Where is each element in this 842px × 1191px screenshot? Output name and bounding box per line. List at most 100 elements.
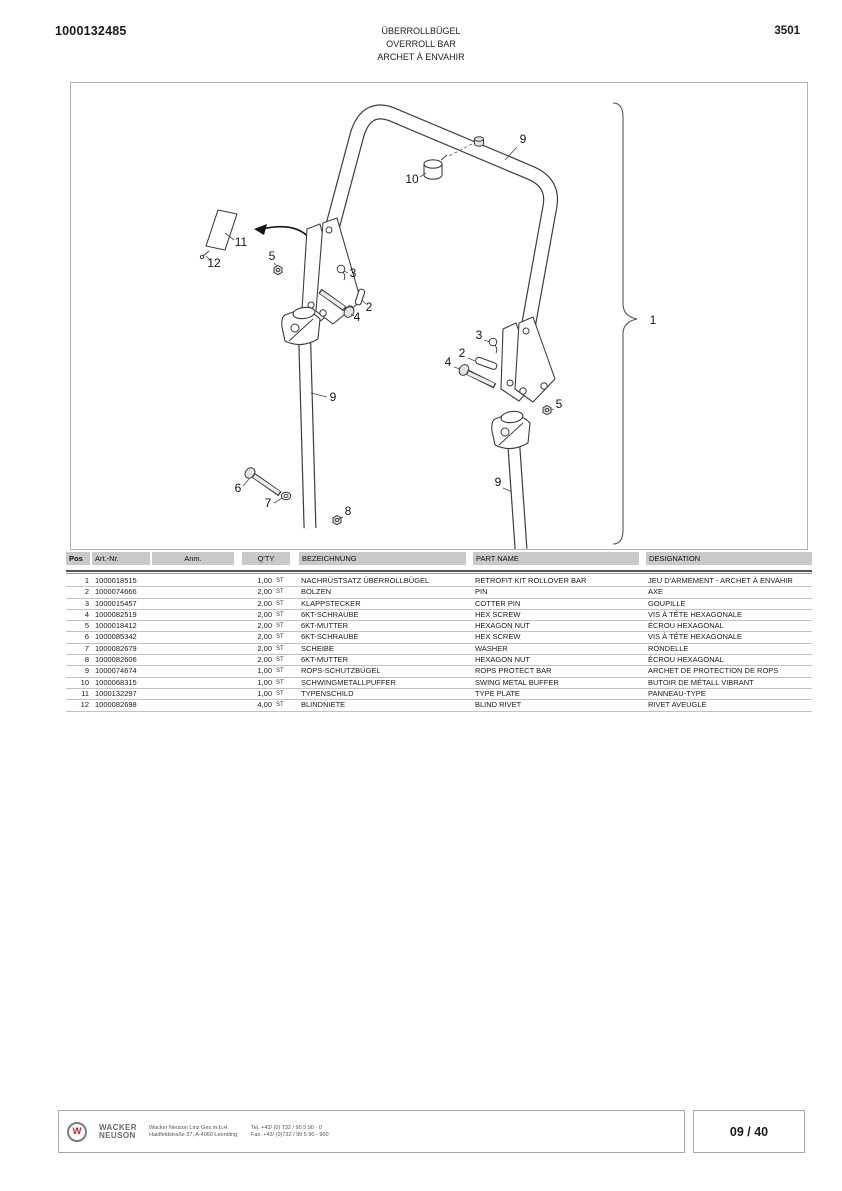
cell-bezeichnung: TYPENSCHILD — [301, 688, 354, 698]
qty-value: 1,00 — [257, 666, 272, 676]
company-name: Wacker Neuson Linz Ges.m.b.H. — [148, 1124, 229, 1131]
col-header-bezeichnung: BEZEICHNUNG — [299, 552, 466, 565]
callout-leader-line — [467, 357, 476, 362]
fax-line: Fax. +43/ (0)732 / 90 5 90 - 900 — [251, 1131, 329, 1138]
left-clamp-bracket — [281, 306, 321, 346]
right-clamp-bracket — [491, 410, 531, 450]
col-header-art-nr: Art.-Nr. — [92, 552, 150, 565]
assembly-brace — [612, 102, 638, 545]
callout-label: 4 — [354, 310, 361, 324]
cell-part-name: RETROFIT KIT ROLLOVER BAR — [475, 576, 587, 585]
page-title: ÜBERROLLBÜGEL OVERROLL BAR ARCHET À ENVA… — [0, 25, 842, 64]
table-header-rule — [66, 570, 812, 574]
callout-label: 9 — [495, 475, 502, 489]
qty-unit: ST — [276, 657, 284, 664]
callout-label: 9 — [330, 390, 337, 404]
callout-leader-line — [273, 262, 278, 267]
cell-pos: 6 — [84, 632, 89, 642]
cell-part-name: ROPS PROTECT BAR — [475, 666, 552, 676]
company-address: Wacker Neuson Linz Ges.m.b.H. Haidfeldst… — [149, 1125, 237, 1139]
cell-designation: PANNEAU-TYPE — [648, 688, 706, 698]
cell-bezeichnung: 6KT-SCHRAUBE — [301, 609, 359, 619]
footer-company-box: W WACKER NEUSON Wacker Neuson Linz Ges.m… — [58, 1110, 685, 1153]
cell-designation: AXE — [648, 587, 664, 597]
callout-leader-line — [504, 146, 518, 161]
callout-label: 1 — [650, 313, 657, 327]
qty-unit: ST — [276, 679, 284, 686]
cell-part-name: HEX SCREW — [475, 632, 521, 642]
hex-nut-left — [273, 264, 283, 276]
type-plate — [205, 209, 238, 251]
cell-art-nr: 1000074666 — [95, 587, 137, 597]
cell-part-name: PIN — [475, 587, 488, 597]
cell-pos: 10 — [80, 677, 89, 687]
brand-line-2: NEUSON — [99, 1130, 136, 1140]
callout-leader-line — [273, 497, 283, 504]
callout-leader-line — [343, 270, 349, 274]
callout-label: 2 — [366, 300, 373, 314]
callout-label: 3 — [350, 266, 357, 280]
cell-art-nr: 1000068315 — [95, 677, 137, 687]
qty-value: 2,00 — [257, 598, 272, 608]
cell-pos: 5 — [84, 621, 89, 631]
cell-anm — [152, 610, 234, 620]
hex-nut-lower — [332, 514, 342, 526]
cell-bezeichnung: 6KT-SCHRAUBE — [301, 632, 359, 642]
phone-line: Tel. +43/ (0) 732 / 90 5 90 - 0 — [251, 1124, 322, 1131]
callout-leader-line — [205, 255, 211, 261]
qty-value: 1,00 — [257, 576, 272, 585]
callout-leader-line — [350, 313, 355, 317]
qty-unit: ST — [276, 690, 284, 697]
qty-unit: ST — [276, 645, 284, 652]
cell-designation: ÉCROU HEXAGONAL — [648, 655, 724, 665]
callout-leader-line — [338, 516, 344, 520]
cell-pos: 12 — [80, 700, 89, 710]
blind-rivet — [199, 250, 210, 260]
cell-qty: 1,00 ST — [242, 576, 290, 586]
cell-art-nr: 1000082679 — [95, 643, 137, 653]
qty-unit: ST — [276, 589, 284, 596]
callout-label: 12 — [207, 256, 221, 270]
cell-bezeichnung: NACHRÜSTSATZ ÜBERROLLBÜGEL — [301, 576, 430, 585]
qty-unit: ST — [276, 623, 284, 630]
qty-unit: ST — [276, 634, 284, 641]
cell-designation: JEU D'ARMEMENT - ARCHET À ENVAHIR — [648, 576, 793, 585]
callout-label: 8 — [345, 504, 352, 518]
callout-leader-line — [483, 339, 491, 343]
col-header-anm: Anm. — [152, 552, 234, 565]
qty-unit: ST — [276, 578, 284, 584]
hex-bolt-right — [458, 364, 497, 389]
cell-designation: RONDELLE — [648, 643, 689, 653]
callout-leader-line — [242, 478, 250, 487]
cell-art-nr: 1000018412 — [95, 621, 137, 631]
qty-value: 1,00 — [257, 688, 272, 698]
wacker-neuson-logo: W — [67, 1121, 87, 1142]
cotter-pin-right — [488, 337, 498, 354]
cell-bezeichnung: SCHWINGMETALLPUFFER — [301, 677, 396, 687]
qty-unit: ST — [276, 611, 284, 618]
callout-label: 2 — [459, 346, 466, 360]
cell-designation: GOUPILLE — [648, 598, 686, 608]
cell-art-nr: 1000018515 — [95, 576, 137, 585]
callout-label: 6 — [235, 481, 242, 495]
cell-bezeichnung: KLAPPSTECKER — [301, 598, 361, 608]
cell-bezeichnung: 6KT-MUTTER — [301, 621, 349, 631]
cell-pos: 8 — [84, 655, 89, 665]
